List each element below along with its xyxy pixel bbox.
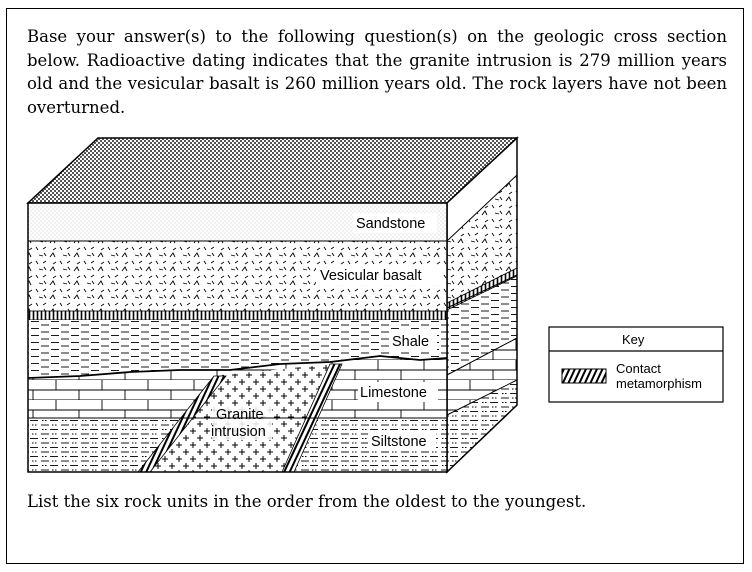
key-title: Key [622, 332, 645, 347]
label-vesicular-basalt: Vesicular basalt [320, 268, 422, 284]
label-siltstone: Siltstone [371, 434, 427, 450]
shale-layer [28, 320, 447, 378]
question-text: List the six rock units in the order fro… [27, 492, 587, 511]
contact-metamorphism-band [28, 310, 447, 321]
key-item-line1: Contact [616, 361, 661, 376]
top-surface [26, 137, 519, 204]
key-box: Key Contact metamorphism [548, 326, 724, 403]
intro-text: Base your answer(s) to the following que… [27, 27, 727, 117]
label-intrusion: intrusion [211, 424, 266, 440]
label-shale: Shale [392, 334, 429, 350]
label-limestone: Limestone [360, 385, 427, 401]
contact-metamorphism-swatch [561, 368, 607, 384]
label-granite: Granite [216, 407, 264, 423]
key-item-line2: metamorphism [616, 376, 702, 391]
side-face [446, 136, 518, 474]
label-sandstone: Sandstone [356, 216, 425, 232]
